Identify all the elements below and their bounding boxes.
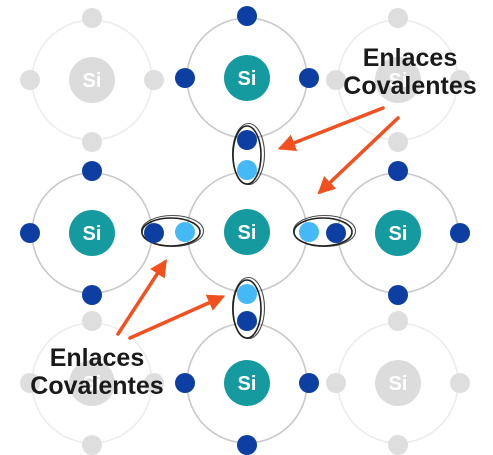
- nucleus-top-left: [69, 57, 115, 103]
- atom-symbol-right: Si: [389, 223, 408, 245]
- label-top-line-2: Covalentes: [343, 72, 477, 100]
- valence-electron-left-right: [144, 223, 164, 243]
- valence-electron-bottom-left: [175, 373, 195, 393]
- nucleus-top: [224, 55, 270, 101]
- atom-symbol-center: Si: [238, 222, 257, 244]
- valence-electron-bottom-right-right: [450, 373, 470, 393]
- shared-electron-center-top: [237, 160, 257, 180]
- valence-electron-top-top: [237, 6, 257, 26]
- atom-symbol-bottom-left: Si: [83, 373, 102, 395]
- shared-electron-center-left: [175, 222, 195, 242]
- valence-electron-top-right: [299, 68, 319, 88]
- valence-electron-bottom-left-top: [82, 311, 102, 331]
- nucleus-bottom: [224, 360, 270, 406]
- valence-electron-top-left-top: [82, 8, 102, 28]
- valence-electron-top-left: [175, 68, 195, 88]
- bond-outline-sketch-left: [140, 214, 205, 248]
- shared-electron-center-right: [299, 222, 319, 242]
- bond-outline-sketch-bottom: [231, 276, 266, 340]
- valence-electron-top-right-top: [388, 8, 408, 28]
- valence-electron-left-bottom: [82, 285, 102, 305]
- arrow-top-1: [277, 106, 385, 152]
- valence-electron-bottom-right-top: [388, 311, 408, 331]
- atom-symbol-bottom-right: Si: [389, 373, 408, 395]
- shared-electron-center-bottom: [237, 284, 257, 304]
- valence-electron-right-left: [326, 223, 346, 243]
- nucleus-bottom-right: [375, 360, 421, 406]
- arrow-bottom-1: [116, 259, 167, 336]
- atom-symbol-bottom: Si: [238, 373, 257, 395]
- valence-electron-bottom-bottom: [237, 435, 257, 455]
- valence-electron-bottom-left-bottom: [82, 435, 102, 455]
- atom-symbol-top: Si: [238, 68, 257, 90]
- arrow-top-2: [317, 116, 400, 195]
- valence-electron-left-top: [82, 161, 102, 181]
- valence-electron-top-right-left: [326, 70, 346, 90]
- covalent-bonds-label-top: Enlaces Covalentes: [335, 44, 485, 100]
- nucleus-top-right: [375, 57, 421, 103]
- valence-electron-bottom-top: [237, 311, 257, 331]
- valence-electron-left-left: [20, 223, 40, 243]
- valence-electron-bottom-left-left: [20, 373, 40, 393]
- covalent-bonds-label-bottom: Enlaces Covalentes: [22, 344, 172, 400]
- valence-electron-bottom-left-right: [144, 373, 164, 393]
- arrow-bottom-2: [128, 294, 226, 340]
- bond-outline-sketch-right: [292, 214, 357, 248]
- nucleus-bottom-left: [69, 360, 115, 406]
- valence-electron-bottom-right: [299, 373, 319, 393]
- valence-electron-right-right: [450, 223, 470, 243]
- electron-layer: [20, 6, 470, 455]
- atom-symbol-left: Si: [83, 223, 102, 245]
- valence-electron-bottom-right-bottom: [388, 435, 408, 455]
- valence-electron-right-bottom: [388, 285, 408, 305]
- valence-electron-top-left-left: [20, 70, 40, 90]
- label-top-line-1: Enlaces: [362, 44, 458, 72]
- valence-electron-bottom-right-left: [326, 373, 346, 393]
- bond-outline-sketch-top: [231, 122, 266, 186]
- nucleus-right: [375, 210, 421, 256]
- nucleus-left: [69, 210, 115, 256]
- atom-symbol-top-left: Si: [83, 70, 102, 92]
- label-bottom-line-2: Covalentes: [30, 372, 164, 400]
- valence-electron-top-right-right: [450, 70, 470, 90]
- valence-electron-top-left-bottom: [82, 132, 102, 152]
- valence-electron-right-top: [388, 161, 408, 181]
- arrow-layer: [116, 106, 400, 340]
- valence-electron-top-right-bottom: [388, 132, 408, 152]
- bond-outline-layer: [140, 122, 357, 340]
- atom-symbol-top-right: Si: [389, 70, 408, 92]
- label-bottom-line-1: Enlaces: [49, 344, 145, 372]
- valence-electron-top-bottom: [237, 130, 257, 150]
- nucleus-center: [224, 209, 270, 255]
- valence-electron-top-left-right: [144, 70, 164, 90]
